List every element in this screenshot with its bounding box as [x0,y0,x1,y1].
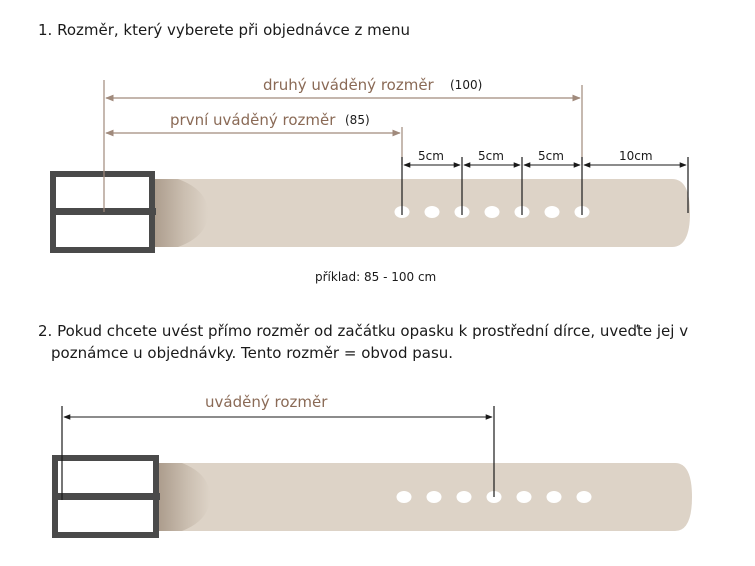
belt-fold-shade [150,179,208,247]
step2-heading-line2: poznámce u objednávky. Tento rozměr = ob… [51,344,454,362]
buckle-prong [58,493,160,500]
first-dimension-value: (85) [345,113,370,127]
belt-hole [426,491,442,503]
belt-strap [155,463,692,531]
belt-hole [484,206,500,218]
step1-heading: 1. Rozměr, který vyberete při objednávce… [38,21,411,39]
belt-hole [424,206,440,218]
belt-hole [516,491,532,503]
buckle-prong [56,208,156,215]
first-dimension-label: první uváděný rozměr [170,111,336,129]
belt-holes [396,491,592,503]
dimension-label: uváděný rozměr [205,393,328,411]
step2-heading-line1: 2. Pokud chcete uvést přímo rozměr od za… [38,322,689,340]
second-dimension-label: druhý uváděný rozměr [263,76,435,94]
belt-strap [150,179,690,247]
belt-hole [544,206,560,218]
spacing-label: 10cm [619,149,653,163]
second-dimension-value: (100) [450,78,482,92]
belt-hole [546,491,562,503]
belt-diagram-1: druhý uváděný rozměr (100) první uváděný… [50,76,690,284]
spacing-label: 5cm [478,149,504,163]
belt-hole [576,491,592,503]
spacing-label: 5cm [538,149,564,163]
belt-diagram-2: uváděný rozměr [52,393,692,538]
step2-heading: 2. Pokud chcete uvést přímo rozměr od za… [38,320,738,364]
spacing-label: 5cm [418,149,444,163]
example-text: příklad: 85 - 100 cm [315,270,436,284]
belt-fold-shade [155,463,210,531]
belt-hole [396,491,412,503]
belt-hole [456,491,472,503]
